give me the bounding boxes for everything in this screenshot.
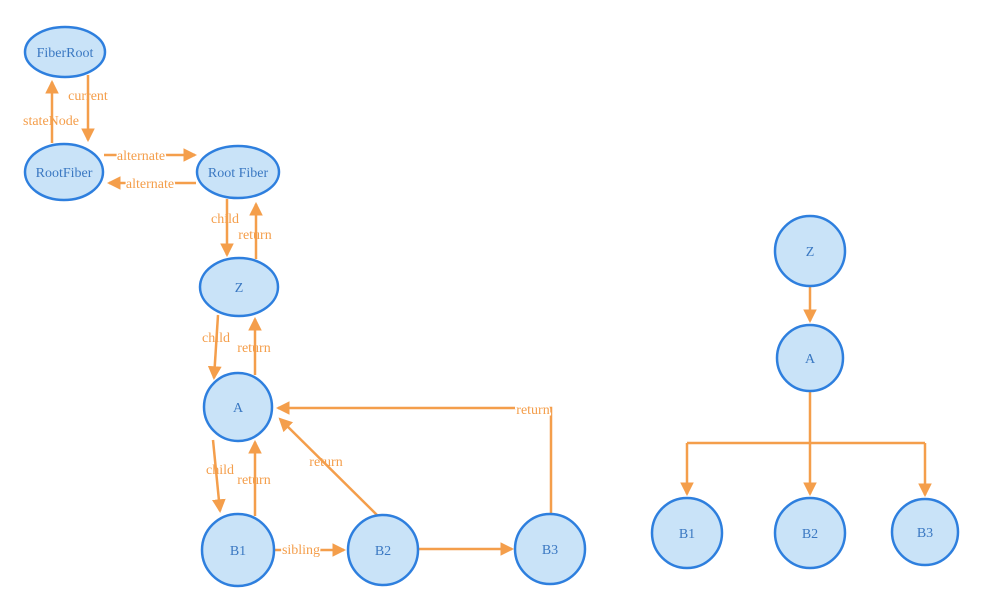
node-rootfiber-label: RootFiber — [36, 166, 93, 181]
node-z-left-label: Z — [235, 281, 244, 296]
node-rootfiber-alternate-label: Root Fiber — [208, 166, 269, 181]
node-b1-right-label: B1 — [679, 527, 695, 542]
node-z-right-label: Z — [806, 245, 815, 260]
edge-label-alternate-bottom: alternate — [126, 177, 174, 192]
node-rootfiber-alternate: Root Fiber — [195, 144, 281, 200]
node-b2-right-label: B2 — [802, 527, 818, 542]
node-fiberroot: FiberRoot — [23, 25, 107, 79]
node-a-left-label: A — [233, 401, 244, 416]
edge-child-a-b1 — [211, 439, 226, 514]
edge-label-return-b1-a: return — [237, 473, 270, 488]
edge-label-child-a-b1: child — [206, 463, 234, 478]
node-z-right: Z — [773, 214, 847, 288]
node-a-right-label: A — [805, 352, 816, 367]
left-diagram-nodes: FiberRoot RootFiber Root Fiber Z A B1 — [23, 25, 587, 588]
edge-label-child-z-a: child — [202, 331, 230, 346]
edge-return-b2-a — [278, 417, 378, 516]
node-b3-right-label: B3 — [917, 526, 933, 541]
edge-return-b3-a — [275, 401, 553, 515]
node-b1-right: B1 — [650, 496, 724, 570]
node-b3-left: B3 — [513, 512, 587, 586]
node-a-right: A — [775, 323, 845, 393]
edge-label-sibling-b1-b2: sibling — [282, 543, 320, 558]
edge-label-child-root-z: child — [211, 212, 239, 227]
edge-child-z-a — [207, 314, 222, 381]
node-fiberroot-label: FiberRoot — [37, 46, 94, 61]
node-rootfiber: RootFiber — [23, 142, 105, 202]
left-diagram-edge-labels: current stateNode alternate alternate ch… — [23, 89, 551, 560]
node-b2-left-label: B2 — [375, 544, 391, 559]
node-b3-left-label: B3 — [542, 543, 558, 558]
edge-label-statenode: stateNode — [23, 114, 79, 129]
right-diagram-edges — [680, 287, 932, 498]
edge-label-return-a-z: return — [237, 341, 270, 356]
node-b1-left: B1 — [200, 512, 276, 588]
right-diagram-nodes: Z A B1 B2 B3 — [650, 214, 960, 570]
node-b3-right: B3 — [890, 497, 960, 567]
node-b1-left-label: B1 — [230, 544, 246, 559]
node-z-left: Z — [198, 256, 280, 318]
node-b2-left: B2 — [346, 513, 420, 587]
edge-label-return-z-root: return — [238, 228, 271, 243]
edge-label-return-b2-a: return — [309, 455, 342, 470]
edge-label-return-b3-a: return — [516, 403, 549, 418]
left-diagram-edges — [45, 75, 553, 557]
node-b2-right: B2 — [773, 496, 847, 570]
node-a-left: A — [202, 371, 274, 443]
edge-label-alternate-top: alternate — [117, 149, 165, 164]
edge-label-current: current — [68, 89, 108, 104]
